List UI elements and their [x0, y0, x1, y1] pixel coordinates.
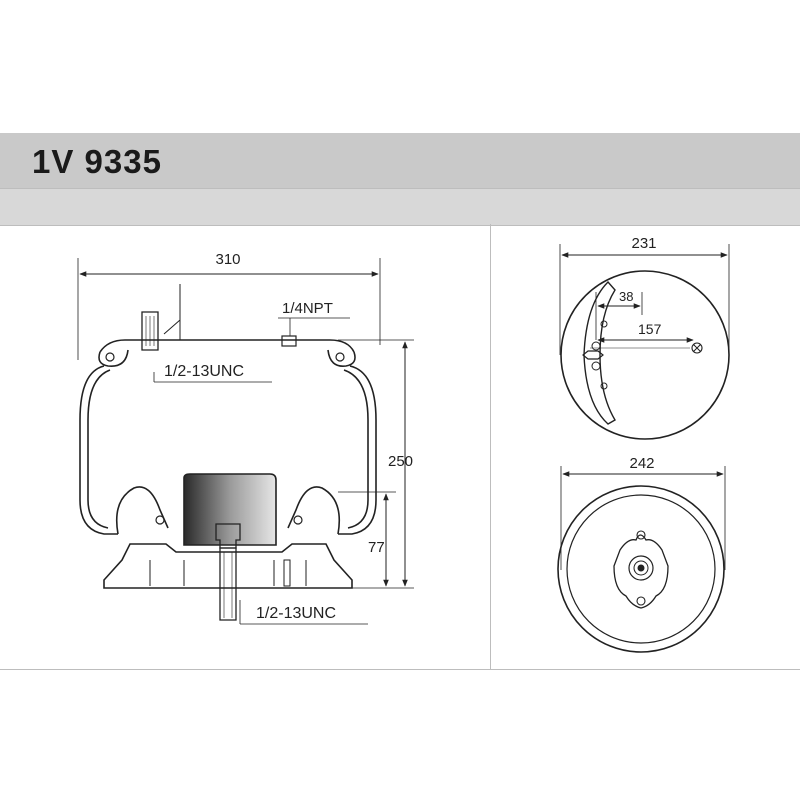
- stud-location-lower: [591, 361, 601, 371]
- top-stud-hex: [582, 350, 604, 360]
- air-fitting-cross-icon: [693, 344, 701, 352]
- dim-piston-label: 77: [368, 539, 385, 556]
- bellows-right-wall: [338, 365, 377, 535]
- bottom-mount-plate: [613, 534, 669, 609]
- bottom-outer-circle[interactable]: [557, 485, 725, 653]
- part-number-title: 1V 9335: [32, 143, 162, 180]
- right-lower-bead: [293, 515, 303, 525]
- left-lower-bead: [155, 515, 165, 525]
- air-fitting: [281, 335, 297, 347]
- bottom-view: [557, 466, 726, 653]
- dim-width-label: 310: [215, 251, 240, 268]
- stud-location-upper: [591, 341, 601, 351]
- bottom-border: [0, 669, 800, 670]
- bottom-stud-label: 1/2-13UNC: [256, 605, 336, 622]
- top-stud: [141, 311, 159, 351]
- bottom-stud-center: [637, 564, 645, 572]
- bottom-stud-thread: [223, 552, 233, 618]
- top-stud-leader: [163, 284, 181, 341]
- right-bead-crimp: [327, 349, 356, 367]
- side-view: [77, 258, 414, 625]
- bellows-left-wall: [79, 365, 118, 535]
- dim38-label: 38: [619, 289, 633, 304]
- left-bead-crimp: [98, 349, 129, 367]
- panel-divider: [490, 224, 491, 670]
- dim157-label: 157: [638, 321, 662, 337]
- top-stud-thread: [145, 316, 155, 346]
- bottom-mount-hole-bottom: [636, 596, 646, 606]
- bottom-diameter-label: 242: [629, 455, 654, 472]
- dim-height-label: 250: [388, 453, 413, 470]
- sub-band: [0, 188, 800, 226]
- bottom-stud-ring: [633, 560, 649, 576]
- air-fitting-location-icon: [691, 342, 703, 354]
- bottom-mount-hole-top: [636, 530, 646, 540]
- base-inner-ribs: [183, 560, 275, 586]
- bottom-stud-boss: [628, 555, 654, 581]
- bottom-stud-shaft: [219, 547, 237, 621]
- piston-body: [183, 473, 277, 546]
- base-small-boss: [283, 559, 291, 587]
- air-fitting-label: 1/4NPT: [282, 300, 333, 317]
- top-view: [559, 244, 730, 440]
- bottom-inner-circle: [566, 494, 716, 644]
- bracket-hole-lower: [600, 382, 608, 390]
- top-stud-label: 1/2-13UNC: [164, 363, 244, 380]
- left-bead-hole: [105, 352, 115, 362]
- top-plate-bracket: [583, 280, 616, 425]
- header-band: [0, 133, 800, 188]
- top-plate: [99, 339, 355, 353]
- top-diameter-label: 231: [631, 235, 656, 252]
- bellows-right-inner: [343, 369, 369, 529]
- piston-base: [103, 543, 353, 589]
- left-roll-lobe: [115, 486, 169, 535]
- bracket-hole-upper: [600, 320, 608, 328]
- right-bead-hole: [335, 352, 345, 362]
- top-plate-circle[interactable]: [560, 270, 730, 440]
- right-roll-lobe: [287, 486, 341, 535]
- bellows-left-inner: [87, 369, 111, 529]
